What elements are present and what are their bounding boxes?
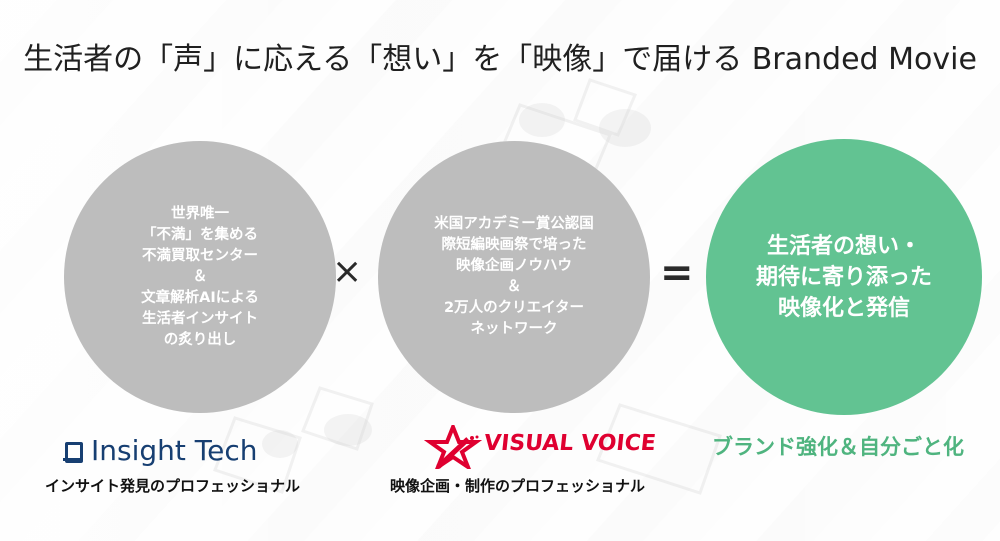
visual-circle-line-1: 米国アカデミー賞公認国 bbox=[434, 216, 594, 232]
insight-tech-circle: 世界唯一 「不満」を集める 不満買取センター ＆ 文章解析AIによる 生活者イン… bbox=[64, 141, 336, 413]
visual-circle-line-2: 際短編映画祭で培った bbox=[441, 237, 587, 253]
multiply-symbol: × bbox=[332, 251, 363, 292]
visual-circle-line-6: ネットワーク bbox=[470, 321, 558, 337]
visual-voice-logo: VISUAL VOICE bbox=[423, 421, 657, 473]
insight-tech-caption: インサイト発見のプロフェッショナル bbox=[45, 477, 301, 495]
insight-circle-line-5: 文章解析AIによる bbox=[141, 289, 259, 306]
visual-voice-circle: 米国アカデミー賞公認国 際短編映画祭で培った 映像企画ノウハウ ＆ 2万人のクリ… bbox=[378, 141, 650, 413]
insight-circle-line-3: 不満買取センター bbox=[142, 247, 258, 264]
visual-circle-line-3: 映像企画ノウハウ bbox=[456, 258, 572, 274]
insight-circle-line-2: 「不満」を集める bbox=[142, 226, 258, 243]
insight-circle-line-4: ＆ bbox=[192, 268, 208, 285]
insight-tech-logo-mark-icon bbox=[63, 440, 83, 463]
page-title: 生活者の「声」に応える「想い」を「映像」で届ける Branded Movie bbox=[23, 42, 977, 77]
result-circle-line-3: 映像化と発信 bbox=[777, 295, 910, 321]
insight-circle-line-6: 生活者インサイト bbox=[142, 310, 258, 327]
visual-voice-caption: 映像企画・制作のプロフェッショナル bbox=[390, 477, 646, 495]
result-circle-line-2: 期待に寄り添った bbox=[755, 264, 932, 290]
result-caption: ブランド強化＆自分ごと化 bbox=[712, 435, 964, 459]
insight-circle-line-1: 世界唯一 bbox=[171, 205, 229, 222]
result-circle: 生活者の想い・ 期待に寄り添った 映像化と発信 bbox=[706, 139, 982, 415]
result-circle-line-1: 生活者の想い・ bbox=[766, 233, 921, 259]
visual-circle-line-4: ＆ bbox=[506, 279, 522, 295]
insight-tech-logo-text: Insight Tech bbox=[91, 434, 258, 467]
equals-symbol: = bbox=[660, 250, 694, 296]
visual-voice-logo-text: VISUAL VOICE bbox=[482, 431, 658, 456]
visual-circle-line-5: 2万人のクリエイター bbox=[443, 300, 584, 316]
visual-voice-star-icon bbox=[423, 421, 483, 473]
insight-tech-logo: Insight Tech bbox=[63, 434, 257, 467]
insight-circle-line-7: の炙り出し bbox=[163, 331, 237, 348]
